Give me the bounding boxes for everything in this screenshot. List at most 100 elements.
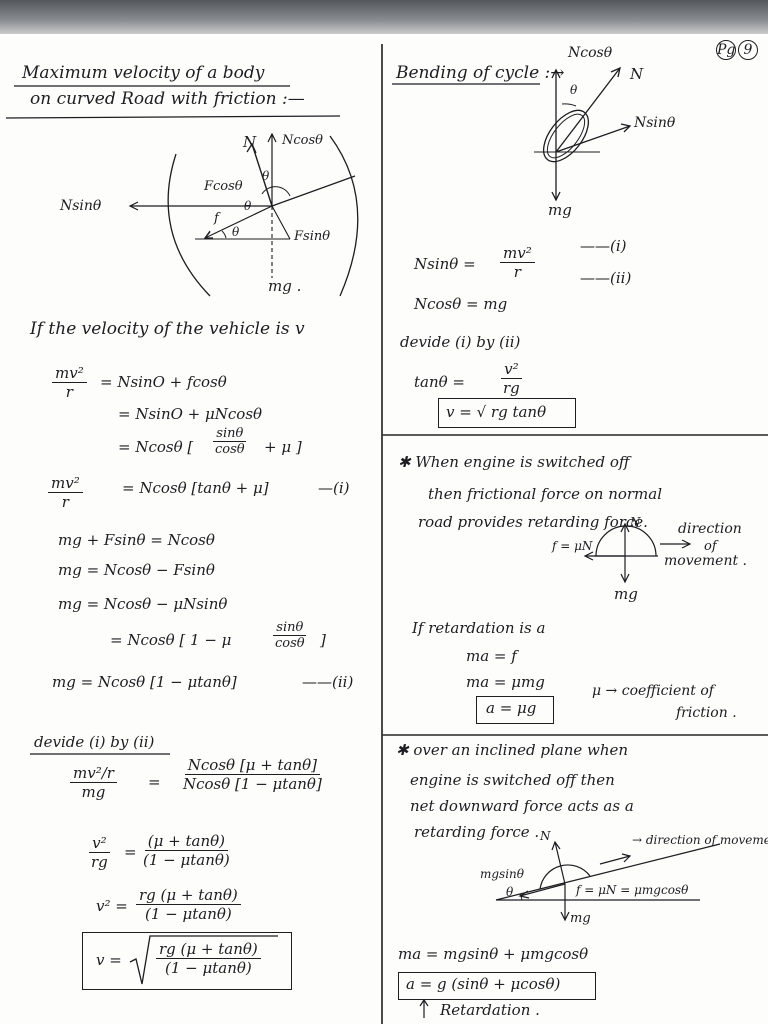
curved-road-diagram (128, 132, 359, 297)
s3-note1: μ → coefficient of (592, 683, 714, 699)
d2-rhs-den: (1 − μtanθ) (143, 851, 230, 869)
eq1-c-right: + μ ] (264, 438, 302, 456)
d1-rhs: Ncosθ [μ + tanθ]Ncosθ [1 − μtanθ] (180, 756, 325, 793)
final-result-box (82, 932, 292, 990)
d2-lhs-den: rg (91, 853, 108, 871)
s4-equation: ma = mgsinθ + μmgcosθ (398, 945, 589, 963)
s3-result: a = μg (486, 699, 537, 717)
bend-eq-b-tag: ——(ii) (580, 269, 632, 287)
title-underlines (5, 85, 341, 119)
s2-label-N: N (630, 515, 641, 529)
eq1-d-num: mv² (48, 474, 83, 493)
d1-rhs-den: Ncosθ [1 − μtanθ] (183, 775, 322, 793)
diagram-label-Ncos: Ncosθ (282, 133, 323, 148)
eq2-tag: ——(ii) (302, 673, 354, 691)
d3-lhs: v² = (96, 897, 128, 915)
s3-line3: ma = μmg (466, 673, 545, 691)
page-number-circle: 9 (738, 40, 758, 60)
d1-rhs-num: Ncosθ [μ + tanθ] (184, 756, 321, 775)
eq1-lhs-num: mv² (52, 364, 87, 383)
flat-road-diagram (583, 522, 692, 584)
diagram-label-f: f (214, 211, 219, 226)
column-divider (381, 44, 383, 1024)
diagram-label-N: N (243, 133, 257, 151)
final-den: (1 − μtanθ) (165, 959, 252, 977)
velocity-intro: If the velocity of the vehicle is v (30, 319, 305, 339)
s4-label-theta: θ (506, 885, 514, 899)
s4-line1: ✱ over an inclined plane when (396, 741, 629, 759)
bend-eq-a-den: r (513, 263, 521, 281)
eq2-a: mg + Fsinθ = Ncosθ (58, 531, 215, 549)
s3-result-box (476, 696, 554, 724)
cycle-label-mg: mg (548, 201, 572, 219)
section-divider-1 (382, 434, 768, 436)
s2-line3: road provides retarding force. (418, 513, 648, 531)
tan-den: rg (503, 379, 520, 397)
section-divider-2 (382, 734, 768, 736)
cycle-diagram (534, 66, 632, 202)
final-num: rg (μ + tanθ) (156, 940, 261, 959)
s2-label-mg: mg (614, 585, 638, 603)
section-title-line2: on curved Road with friction :— (30, 89, 305, 109)
eq2-e: mg = Ncosθ [1 − μtanθ] (52, 673, 237, 691)
eq2-d-right: ] (320, 631, 326, 649)
diagram-label-Fsin: Fsinθ (294, 229, 331, 244)
s4-label-mgsin: mgsinθ (480, 867, 525, 881)
tan-lhs: tanθ = (414, 373, 465, 391)
eq2-d-den: cosθ (275, 636, 305, 651)
bend-eq-b: Ncosθ = mg (414, 295, 508, 313)
d1-lhs-num: mv²/r (70, 764, 117, 783)
incline-diagram (495, 840, 721, 922)
eq1-c-num: sinθ (213, 426, 247, 442)
bend-eq-a-tag: ——(i) (580, 237, 627, 255)
final-sqrt-sign (129, 935, 278, 985)
s3-note2: friction . (676, 705, 737, 721)
bending-title: Bending of cycle :→ (396, 63, 565, 83)
bend-eq-a-num: mv² (500, 244, 535, 263)
final-v: v = (96, 951, 122, 969)
photo-top-edge (0, 0, 768, 34)
eq2-d-left: = Ncosθ [ 1 − μ (110, 631, 232, 649)
s2-dir3: movement . (664, 553, 748, 569)
s2-line1: ✱ When engine is switched off (398, 453, 630, 471)
s4-line3: net downward force acts as a (410, 797, 634, 815)
d2-lhs-num: v² (89, 834, 110, 853)
divide-label-left: devide (i) by (ii) (34, 733, 155, 751)
tan-num: v² (501, 360, 522, 379)
diagram-label-Fcos: Fcosθ (204, 179, 243, 194)
divide-underline (30, 753, 170, 755)
d3-rhs-den: (1 − μtanθ) (145, 905, 232, 923)
eq2-c: mg = Ncosθ − μNsinθ (58, 595, 228, 613)
d1-eq-sign: = (148, 773, 161, 791)
eq2-b: mg = Ncosθ − Fsinθ (58, 561, 215, 579)
eq1-c-left: = Ncosθ [ (118, 438, 194, 456)
s2-label-f: f = μN (552, 539, 593, 553)
page-number-prefix: Pg (716, 40, 736, 60)
d3-rhs-num: rg (μ + tanθ) (136, 886, 241, 905)
s3-line1: If retardation is a (412, 619, 546, 637)
section-title-line1: Maximum velocity of a body (22, 63, 265, 83)
cycle-label-Nsin: Nsinθ (634, 115, 676, 131)
s4-line4: retarding force . (414, 823, 540, 841)
bend-eq-a-lhs: Nsinθ = (414, 255, 476, 273)
eq1-lhs-den: r (65, 383, 73, 401)
s2-line2: then frictional force on normal (428, 485, 663, 503)
d3-rhs: rg (μ + tanθ)(1 − μtanθ) (136, 886, 241, 923)
divide-label-right: devide (i) by (ii) (400, 333, 521, 351)
s2-dir1: direction (678, 521, 742, 537)
s4-direction: → direction of movement (632, 833, 768, 847)
eq1-tag: —(i) (318, 479, 350, 497)
s4-result-pointer (419, 998, 429, 1018)
eq1-d-den: r (61, 493, 69, 511)
diagram-label-Nsin: Nsinθ (60, 198, 102, 214)
diagram-label-theta1: θ (262, 169, 270, 183)
s4-label-N: N (540, 829, 551, 843)
final-frac: rg (μ + tanθ)(1 − μtanθ) (156, 940, 261, 977)
